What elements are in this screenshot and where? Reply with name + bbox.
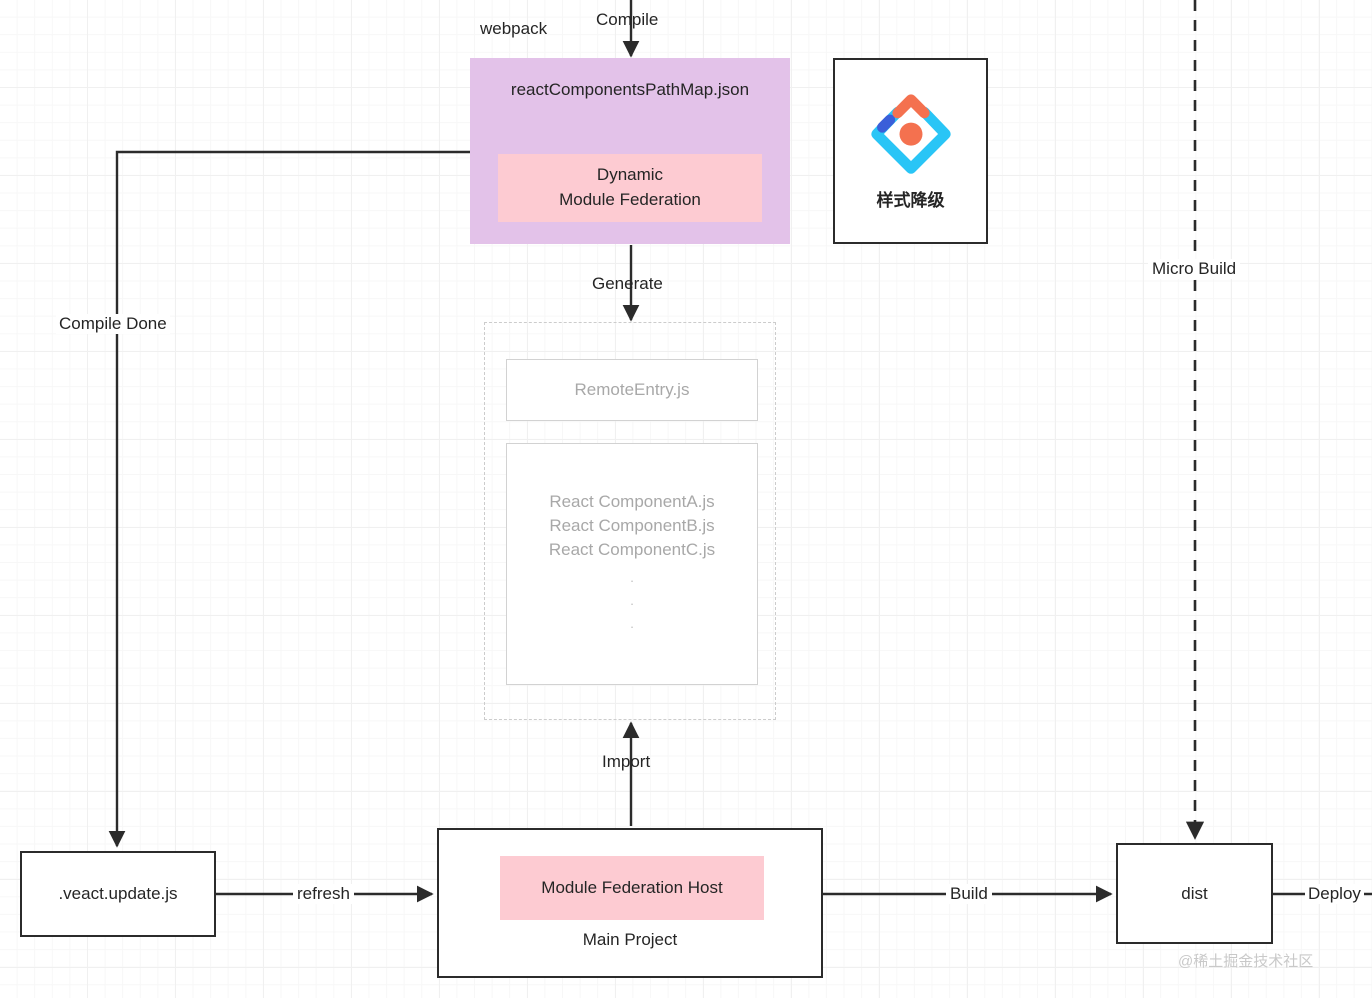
style-degradation-card: 样式降级 bbox=[833, 58, 988, 244]
watermark: @稀土掘金技术社区 bbox=[1178, 953, 1314, 970]
component-item: React ComponentB.js bbox=[549, 515, 715, 535]
react-components-node: React ComponentA.js React ComponentB.js … bbox=[506, 443, 758, 685]
component-item: React ComponentA.js bbox=[549, 491, 715, 511]
component-item: React ComponentC.js bbox=[548, 539, 716, 559]
compile-group-node: reactComponentsPathMap.json Dynamic Modu… bbox=[470, 58, 790, 244]
edge-compile-done bbox=[108, 150, 470, 848]
edge-label-compile: Compile bbox=[596, 10, 659, 29]
edge-label-import: Import bbox=[602, 752, 651, 771]
veact-update-node: .veact.update.js bbox=[20, 851, 216, 937]
main-project-label: Main Project bbox=[582, 930, 678, 949]
edge-label-micro-build: Micro Build bbox=[1148, 259, 1241, 279]
dmf-line-2: Module Federation bbox=[559, 190, 701, 209]
edge-label-build: Build bbox=[946, 884, 992, 904]
edge-label-refresh: refresh bbox=[293, 884, 354, 904]
edge-label-generate: Generate bbox=[592, 274, 663, 293]
style-degradation-label: 样式降级 bbox=[876, 190, 945, 210]
main-project-node: Module Federation Host Main Project bbox=[437, 828, 823, 978]
juejin-diamond-logo-icon bbox=[870, 93, 951, 174]
generated-bundle-group bbox=[484, 322, 776, 720]
dmf-line-1: Dynamic bbox=[596, 165, 664, 185]
remote-entry-node: RemoteEntry.js bbox=[506, 359, 758, 421]
edge-label-webpack: webpack bbox=[480, 19, 548, 38]
path-map-label: reactComponentsPathMap.json bbox=[510, 80, 750, 99]
edge-label-compile-done: Compile Done bbox=[56, 314, 170, 334]
module-federation-host-block: Module Federation Host bbox=[500, 856, 764, 920]
components-ellipsis: ··· bbox=[629, 573, 635, 634]
edge-label-deploy: Deploy bbox=[1305, 884, 1364, 904]
dynamic-module-federation-block: Dynamic Module Federation bbox=[498, 154, 762, 222]
dist-node: dist bbox=[1116, 843, 1273, 944]
